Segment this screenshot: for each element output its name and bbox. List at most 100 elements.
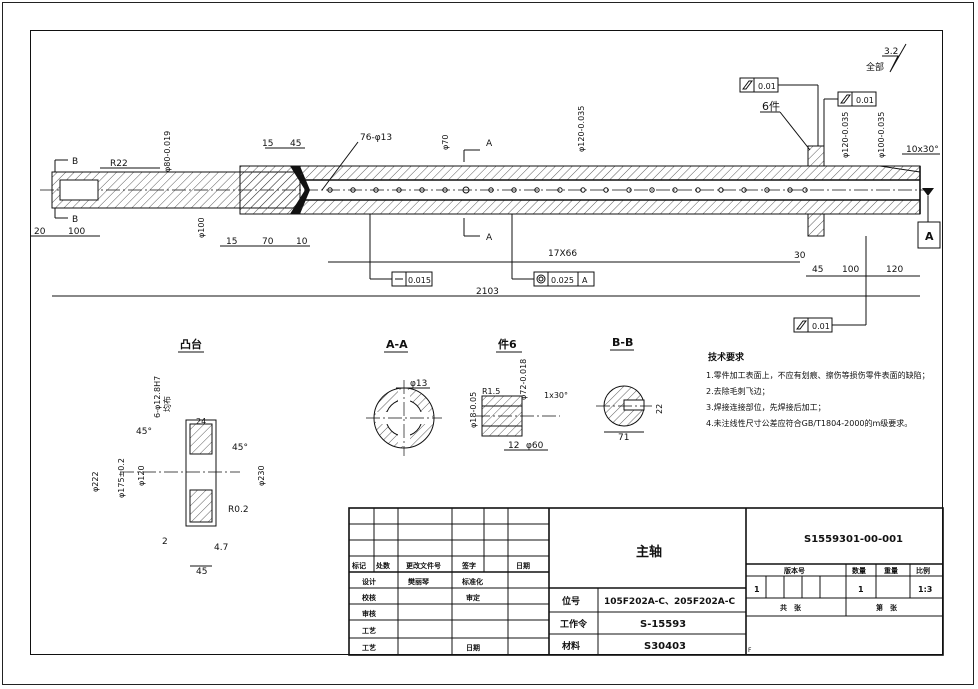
gdt-flatness-1: 0.01: [758, 82, 776, 91]
position-value: 105F202A-C、205F202A-C: [604, 597, 735, 607]
gdt-flatness-3: 0.01: [812, 322, 830, 331]
dim-45-bottom: 45: [812, 265, 823, 275]
shaft-main-view: B B A A R22 φ80-0.019 φ100 φ70 φ120-0.03…: [30, 43, 941, 333]
boss-d175: φ175±0.2: [117, 458, 126, 498]
boss-d222: φ222: [91, 471, 100, 492]
part-6-label: 6件: [762, 100, 780, 113]
position-label: 位号: [562, 595, 580, 607]
dim-17x66: 17X66: [548, 249, 577, 259]
section-a-mark-bottom: A: [486, 233, 493, 243]
detail-d72: φ72-0.018: [519, 359, 528, 400]
section-a-title: A-A: [386, 338, 408, 351]
boss-d120: φ120: [137, 465, 146, 486]
scale-value: 1:3: [918, 585, 932, 594]
boss-holes-note: 均布: [162, 396, 172, 412]
section-b-d71: 71: [618, 433, 629, 443]
dim-d100-right: φ100-0.035: [877, 112, 886, 158]
rev-col-docno: 更改文件号: [406, 561, 441, 570]
gdt-perpendicularity: 0.015: [408, 276, 431, 285]
note-1: 1.零件加工表面上，不应有划痕、擦伤等损伤零件表面的缺陷；: [706, 370, 930, 380]
detail-view: 件6 R1.5 φ18-0.05 φ72-0.018 1x30° 12 φ60: [469, 337, 568, 451]
material-value: S30403: [644, 641, 686, 652]
detail-chamfer: 1x30°: [544, 391, 568, 400]
detail-r15: R1.5: [482, 387, 500, 396]
dim-120-b: 120: [886, 265, 903, 275]
sheets-total: 共 张: [780, 603, 802, 612]
flange-bottom: [807, 213, 825, 237]
section-a-mark-top: A: [486, 139, 493, 149]
note-4: 4.未注线性尺寸公差应符合GB/T1804-2000的m级要求。: [706, 418, 912, 428]
boss-angle2: 45°: [232, 443, 248, 453]
datum-triangle: [922, 188, 934, 196]
gdt-flatness-2: 0.01: [856, 96, 874, 105]
detail-d12: 12: [508, 441, 519, 451]
dim-d120: φ120-0.035: [577, 106, 586, 152]
part-name: 主轴: [636, 544, 662, 560]
detail-d18: φ18-0.05: [469, 392, 478, 428]
tb-audit: 审核: [362, 609, 376, 618]
dim-d70: φ70: [441, 135, 450, 150]
dim-70-bottom: 70: [262, 237, 274, 247]
gdt-coaxiality: 0.025: [551, 276, 574, 285]
section-b-title: B-B: [612, 336, 633, 349]
rev-col-date: 日期: [516, 561, 530, 570]
version-value: 1: [754, 585, 760, 594]
rev-col-count: 处数: [375, 561, 391, 570]
boss-d230: φ230: [257, 465, 266, 486]
tech-notes: 技术要求 1.零件加工表面上，不应有划痕、擦伤等损伤零件表面的缺陷； 2.去除毛…: [706, 351, 930, 428]
step-collar: [239, 165, 301, 215]
dim-holes: 76-φ13: [360, 133, 392, 143]
dim-100-bottom: 100: [68, 227, 85, 237]
left-bore: [59, 179, 99, 201]
flange-top: [807, 145, 825, 167]
dim-chamfer: 10x30°: [906, 145, 939, 155]
detail-title: 件6: [498, 337, 517, 351]
pipe-bottom-wall: [299, 199, 921, 215]
boss-angle1: 45°: [136, 427, 152, 437]
dim-100-b2: 100: [842, 265, 859, 275]
tb-date: 日期: [466, 643, 480, 652]
boss-d2: 2: [162, 537, 168, 547]
section-a-d13: φ13: [410, 379, 427, 389]
boss-title: 凸台: [180, 337, 202, 351]
weight-label: 重量: [884, 566, 898, 575]
dim-d100-left: φ100: [197, 217, 206, 238]
tb-check: 校核: [362, 593, 376, 602]
dim-45-top: 45: [290, 139, 301, 149]
boss-holes: 6-φ12.8H7: [153, 376, 162, 418]
f-mark: F: [748, 647, 752, 654]
boss-d45: 45: [196, 567, 207, 577]
version-label: 版本号: [784, 566, 805, 575]
hole-row: [327, 186, 808, 194]
work-order-value: S-15593: [640, 619, 686, 630]
tb-review: 审定: [466, 593, 480, 602]
section-b-view: B-B 71 22: [596, 336, 664, 443]
tb-design: 设计: [362, 577, 376, 586]
dim-r22: R22: [110, 159, 128, 169]
scale-label: 比例: [916, 566, 930, 575]
tb-standardize: 标准化: [461, 577, 483, 586]
roughness-symbol: [882, 43, 907, 73]
pipe-top-wall: [299, 165, 921, 181]
tb-design-name: 樊丽琴: [408, 577, 430, 586]
drawing-number: S1559301-00-001: [804, 534, 903, 545]
section-b-d22: 22: [655, 404, 664, 414]
boss-d47: 4.7: [214, 543, 228, 553]
boss-d24: 24: [196, 417, 206, 426]
note-3: 3.焊接连接部位，先焊接后加工；: [706, 402, 826, 412]
roughness-scope: 全部: [866, 61, 884, 73]
rev-col-sign: 签字: [461, 561, 476, 570]
dim-15-bottom: 15: [226, 237, 237, 247]
gdt-coaxiality-datum: A: [582, 276, 588, 285]
dim-30: 30: [794, 251, 806, 261]
work-order-label: 工作令: [560, 618, 588, 630]
section-b-mark-bottom: B: [72, 215, 78, 225]
detail-d60: φ60: [526, 441, 544, 451]
tb-process: 工艺: [362, 626, 376, 635]
qty-label: 数量: [852, 566, 866, 575]
material-label: 材料: [561, 640, 580, 652]
section-b-mark-top: B: [72, 157, 78, 167]
datum-label: A: [925, 230, 934, 243]
roughness-value: 3.2: [884, 47, 898, 57]
